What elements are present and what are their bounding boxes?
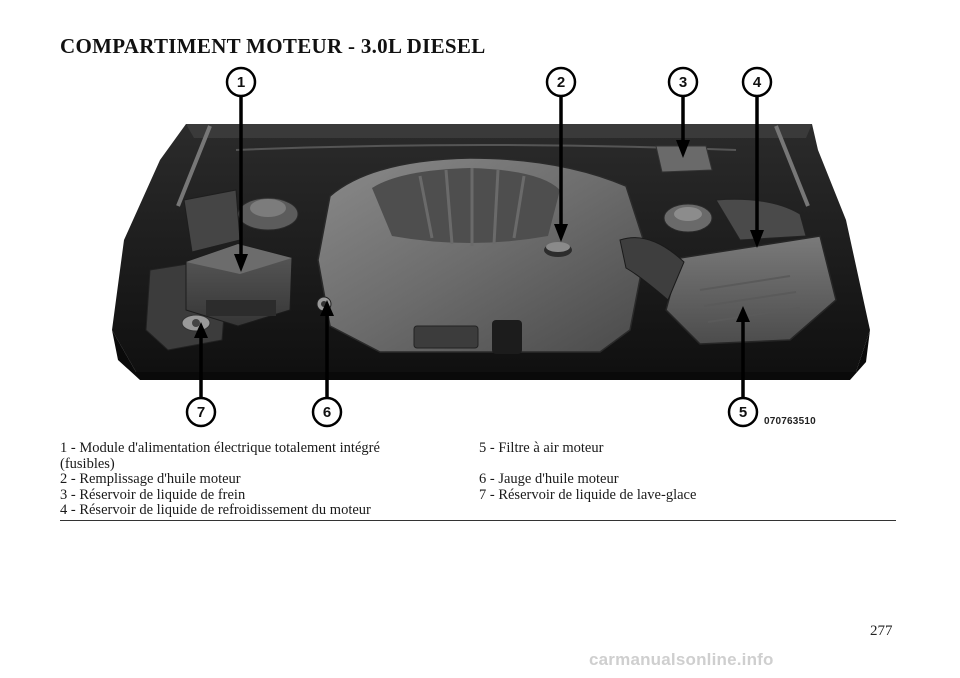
svg-text:2: 2 — [557, 74, 565, 91]
engine-illustration: 1 2 3 4 5 6 7 — [112, 66, 870, 428]
legend-item-3: 3 - Réservoir de liquide de frein — [60, 486, 246, 503]
svg-text:1: 1 — [237, 74, 245, 91]
figure-code: 070763510 — [764, 416, 816, 427]
callout-3: 3 — [667, 66, 699, 98]
left-reservoir — [183, 189, 299, 253]
callout-6: 6 — [311, 396, 343, 428]
callout-1: 1 — [225, 66, 257, 98]
legend-item-6: 6 - Jauge d'huile moteur — [479, 471, 619, 488]
air-filter-box — [619, 235, 837, 345]
callout-leaders — [199, 96, 759, 398]
callout-4: 4 — [741, 66, 773, 98]
callout-arrowheads — [194, 140, 764, 338]
callout-2: 2 — [545, 66, 577, 98]
svg-text:6: 6 — [323, 404, 331, 421]
page-number: 277 — [870, 623, 893, 639]
callout-5: 5 — [727, 396, 759, 428]
callout-7: 7 — [185, 396, 217, 428]
legend-item-4: 4 - Réservoir de liquide de refroidissem… — [60, 502, 371, 519]
svg-text:5: 5 — [739, 404, 747, 421]
svg-text:4: 4 — [753, 74, 762, 91]
legend-item-1: 1 - Module d'alimentation électrique tot… — [60, 440, 380, 456]
legend-left-column: 1 - Module d'alimentation électrique tot… — [60, 440, 460, 519]
legend-right-column: 5 - Filtre à air moteur 6 - Jauge d'huil… — [479, 440, 899, 503]
callout-markers: 1 2 3 4 5 6 7 — [185, 66, 773, 428]
engine-cover — [316, 157, 647, 354]
brake-fluid-reservoir — [655, 145, 713, 173]
legend-divider — [60, 520, 896, 521]
legend-spacer — [479, 457, 899, 473]
svg-text:7: 7 — [197, 404, 205, 421]
legend-item-2: 2 - Remplissage d'huile moteur — [60, 471, 241, 488]
engine-compartment-figure: 1 2 3 4 5 6 7 — [112, 66, 870, 428]
svg-text:3: 3 — [679, 74, 687, 91]
coolant-reservoir — [663, 198, 807, 241]
watermark: carmanualsonline.info — [589, 650, 774, 669]
legend-item-5: 5 - Filtre à air moteur — [479, 440, 604, 456]
legend-item-7: 7 - Réservoir de liquide de lave-glace — [479, 486, 697, 503]
legend-item-1-continued: (fusibles) — [60, 455, 115, 472]
page-title: COMPARTIMENT MOTEUR - 3.0L DIESEL — [60, 34, 486, 58]
